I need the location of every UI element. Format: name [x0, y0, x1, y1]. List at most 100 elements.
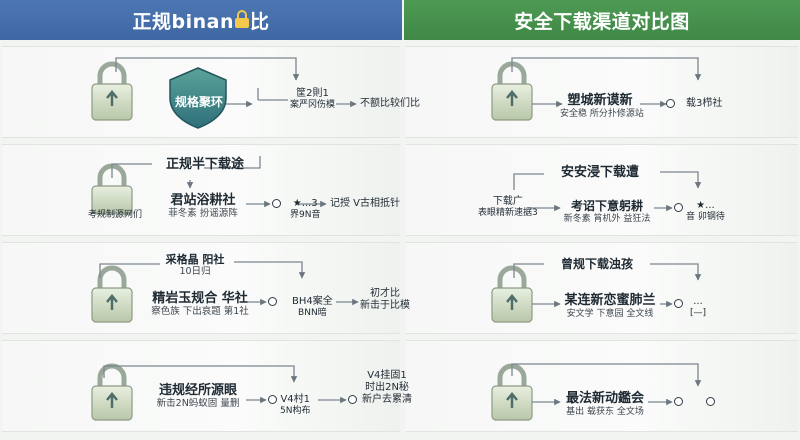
right-row-2-mid-sub: 音 卯钢待	[686, 212, 725, 222]
right-row-3-circle-node-icon	[674, 299, 683, 308]
left-row-2-sub: 菲冬素 扮谣源阵	[168, 207, 238, 219]
left-row-2-mid-title: ★...3	[292, 198, 318, 209]
lock-icon	[234, 9, 249, 28]
right-row-1-end: 载3栉社	[686, 98, 723, 109]
left-row-1-branch	[257, 88, 288, 101]
left-row-1-shield-icon	[169, 67, 227, 129]
right-row-1-panel	[406, 46, 798, 138]
right-row-2-mid: ★... 音 卯钢待	[686, 200, 725, 223]
left-row-1-mid-sub: 案严冈伤模	[290, 100, 336, 110]
right-header: 安全下载渠道对比图	[404, 0, 800, 40]
left-row-4-mid-title: V4村1	[280, 394, 311, 405]
left-row-2-connector-b	[204, 156, 261, 169]
right-row-3-top-label-text: 曾规下载浊孩	[560, 257, 633, 271]
left-row-1-mid-title: 筐2則1	[296, 88, 329, 99]
right-row-2-node: 考诏下意躬耕 新冬素 筲机外 益狂法	[562, 199, 652, 224]
left-row-2-title: 君站浴耕社	[170, 193, 236, 208]
right-row-2-title: 考诏下意躬耕	[570, 199, 643, 213]
left-row-2-mid: ★...3 界9N音	[290, 198, 320, 221]
left-row-2-circle-node-icon	[272, 199, 281, 208]
left-row-4-circle-node-icon	[268, 395, 277, 404]
right-row-3-connector-b	[650, 263, 702, 281]
right-row-3-connector-a	[513, 263, 544, 278]
right-row-4-circle-node-icon	[674, 397, 683, 406]
left-row-3-top-sub: 10日归	[179, 265, 211, 277]
right-row-2-sub: 新冬素 筲机外 益狂法	[563, 213, 651, 224]
right-header-title: 安全下载渠道对比图	[514, 10, 690, 33]
right-row-4-loop-connector	[511, 363, 702, 387]
left-row-3-mid-sub: BNN暗	[298, 308, 327, 318]
left-row-4-title: 违规经所源眼	[158, 383, 237, 398]
right-row-1-node: 塑城新谟新 安全稳 所分扑修源站	[560, 93, 644, 119]
left-row-1-end: 不额比较们比	[360, 98, 420, 109]
right-row-2-connector-a	[513, 173, 544, 190]
right-row-4-node: 最法新动鑑会 基出 载获东 全文场	[560, 391, 650, 417]
left-row-3-mid-title: BH4案全	[292, 296, 333, 307]
left-row-1-node: 规格聚环	[168, 95, 230, 110]
right-row-3-sub: 安文学 下意园 全文线	[566, 308, 654, 319]
left-row-3-circle-node-icon	[268, 297, 277, 306]
right-row-2-side: 下载广 表眼精新速据3	[478, 196, 538, 219]
right-row-3-top-label: 曾规下载浊孩	[544, 257, 650, 272]
left-row-4-sub: 新击2N蚂蚁固 量删	[156, 397, 240, 409]
left-row-3-node: 精岩玉规合 华社 察色族 下出哀题 第1社	[150, 291, 250, 318]
left-row-1-lock-icon	[91, 61, 133, 121]
left-row-3-title: 精岩玉规合 华社	[152, 291, 248, 306]
left-row-2-mid-sub: 界9N音	[290, 210, 321, 220]
right-row-3-panel	[406, 242, 798, 334]
right-row-4-title: 最法新动鑑会	[565, 391, 644, 406]
left-row-1-loop-connector	[115, 57, 300, 81]
right-row-2-mid-title: ★...	[696, 200, 715, 211]
right-row-2-side-label: 下载广	[492, 196, 523, 207]
left-header-prefix: 正规binan	[132, 10, 234, 33]
left-row-4-end-sub2: 新户去累清	[362, 394, 412, 405]
right-row-2-connector-b	[660, 171, 702, 189]
left-header: 正规binan 比	[0, 0, 402, 40]
right-row-1-lock-icon	[491, 61, 533, 121]
left-row-2-top-label-text: 正规半下载途	[165, 157, 244, 172]
left-row-2-panel	[2, 144, 400, 236]
right-row-3-mid: ... [—]	[690, 296, 706, 319]
left-header-suffix: 比	[249, 10, 270, 33]
right-row-2-panel	[406, 144, 798, 236]
right-row-3-mid-title: ...	[693, 296, 703, 307]
right-row-4-panel	[406, 340, 798, 432]
left-row-3-end: 初才比 新击于比模	[360, 288, 410, 312]
left-row-4-mid: V4村1 5N构布	[280, 394, 310, 417]
left-row-1-title: 规格聚环	[174, 95, 223, 109]
right-row-3-node: 某连新恋蜜肺兰 安文学 下意园 全文线	[560, 293, 660, 319]
left-row-4-loop-connector	[103, 365, 298, 383]
right-row-1-loop-connector	[511, 57, 702, 81]
left-row-4-lock-icon	[91, 363, 133, 421]
left-row-3-end-sub: 新击于比模	[360, 300, 410, 311]
right-row-2-top-label-text: 安安浸下载遭	[560, 165, 639, 180]
left-row-4-panel	[2, 340, 400, 432]
left-row-3-mid: BH4案全 BNN暗	[292, 296, 333, 319]
right-row-2-circle-node-icon	[674, 203, 683, 212]
left-row-2-end: 记授 V古相抵针	[330, 198, 401, 209]
right-row-1-title: 塑城新谟新	[567, 93, 633, 108]
right-row-1-sub: 安全稳 所分扑修源站	[560, 108, 644, 119]
right-row-2-top-label: 安安浸下载遭	[540, 165, 660, 181]
right-row-1-circle-node-icon	[666, 99, 675, 108]
left-row-3-top-label: 采格晶 阳社 10日归	[150, 253, 240, 278]
right-row-4-sub: 基出 载获东 全文场	[566, 406, 644, 417]
left-row-4-circle-node-icon-2	[348, 395, 357, 404]
left-row-3-panel	[2, 242, 400, 334]
left-row-4-mid-sub: 5N构布	[280, 406, 311, 416]
left-row-4-end: V4挂固1 时出2N秘 新户去累清	[362, 370, 412, 406]
right-row-3-title: 某连新恋蜜肺兰	[564, 293, 656, 308]
left-row-3-top-label-text: 采格晶 阳社	[165, 253, 225, 266]
left-row-3-end-text: 初才比	[370, 288, 400, 299]
left-row-4-end-text: V4挂固1	[367, 370, 407, 381]
left-row-1-mid: 筐2則1 案严冈伤模	[290, 88, 335, 111]
left-row-4-end-sub: 时出2N秘	[365, 382, 409, 393]
right-row-3-mid-sub: [—]	[690, 308, 707, 318]
left-row-2-node: 君站浴耕社 菲冬素 扮谣源阵	[158, 193, 248, 220]
left-row-3-lock-icon	[91, 265, 133, 323]
left-row-2-lock-icon	[91, 163, 133, 215]
right-row-3-lock-icon	[491, 265, 533, 323]
left-row-3-connector-b	[234, 261, 306, 279]
